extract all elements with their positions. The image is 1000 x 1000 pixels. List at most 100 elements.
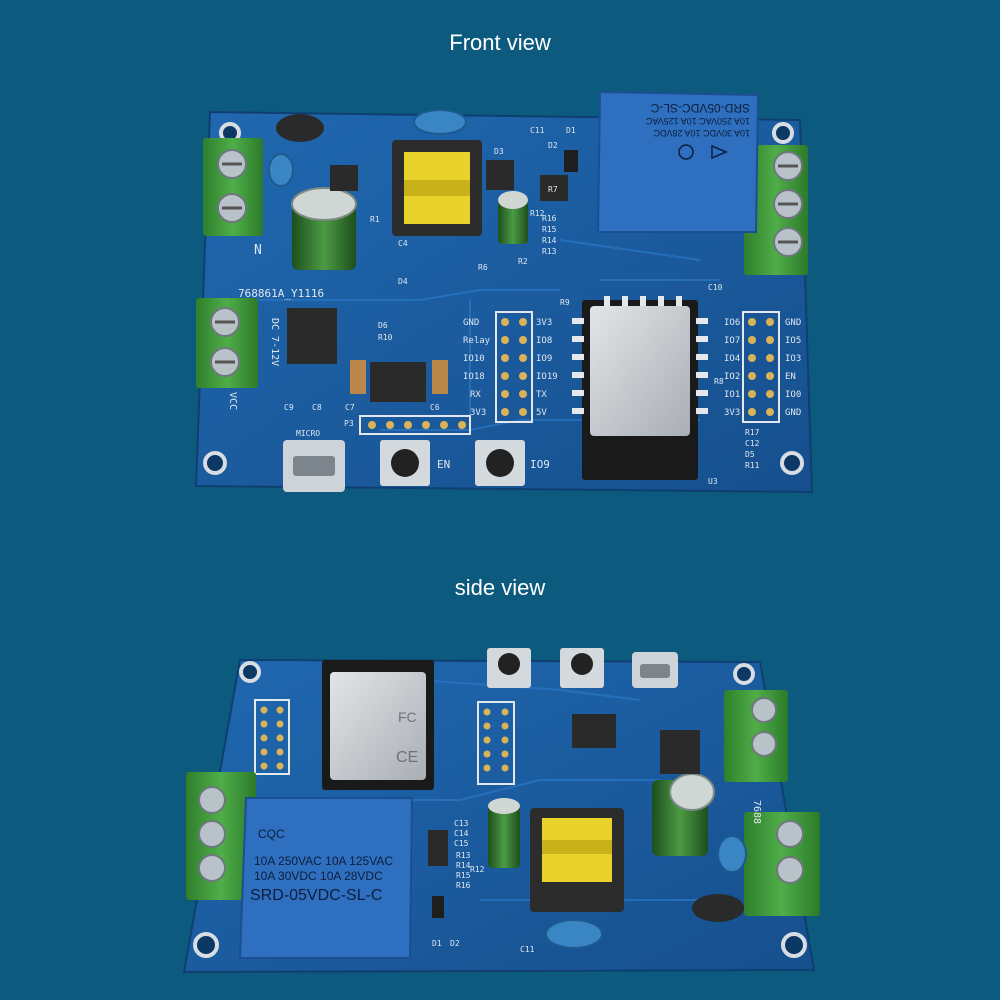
front-relay: SRD-05VDC-SL-C 10A 250VAC 10A 125VAC 10A… xyxy=(596,90,760,233)
front-right-header-labels: 3V3 IO8 IO9 IO19 TX 5V xyxy=(536,318,558,418)
pin-label: IO10 xyxy=(463,354,485,364)
side-electrolytic-capacitor-large xyxy=(652,773,715,856)
front-vcc-label: VCC xyxy=(227,392,238,410)
pin-label: 5V xyxy=(536,408,547,418)
side-button-2 xyxy=(560,648,604,688)
ref-label: D2 xyxy=(548,141,558,150)
pin-label: 3V3 xyxy=(724,408,740,418)
side-diode-d1 xyxy=(432,896,444,918)
ref-label: R14 xyxy=(456,861,471,870)
pin-label: IO7 xyxy=(724,336,740,346)
front-electrolytic-capacitor-large xyxy=(291,187,357,270)
ref-label: R8 xyxy=(714,377,724,386)
pin-label: IO6 xyxy=(724,318,740,328)
front-relay-model: SRD-05VDC-SL-C xyxy=(650,101,750,115)
side-regulator-dc xyxy=(660,730,700,774)
pin-label: TX xyxy=(536,390,547,400)
side-relay-cqc: CQC xyxy=(258,827,285,841)
ref-label: R16 xyxy=(542,214,557,223)
front-button-en xyxy=(380,440,430,486)
front-transformer xyxy=(392,140,482,236)
front-relay-rating-2: 10A 30VDC 10A 28VDC xyxy=(653,128,750,138)
pin-label: IO8 xyxy=(536,336,552,346)
ref-label: D1 xyxy=(566,126,576,135)
front-cap-c6 xyxy=(432,360,448,394)
front-button-io9 xyxy=(475,440,525,486)
side-x-capacitor xyxy=(717,835,747,873)
pin-label: IO9 xyxy=(536,354,552,364)
ref-label: R6 xyxy=(478,263,488,272)
side-esp-module: FC CE xyxy=(322,660,434,790)
front-esp-module xyxy=(572,296,708,480)
ref-label: D6 xyxy=(378,321,388,330)
front-en-label: EN xyxy=(437,458,450,471)
ref-label: C14 xyxy=(454,829,469,838)
side-part-code: 7688 xyxy=(751,800,762,824)
side-optocoupler xyxy=(428,830,448,866)
front-part-code: 768861A_Y1116 xyxy=(238,287,324,300)
front-ams1117 xyxy=(370,362,426,402)
side-relay-rating-1: 10A 250VAC 10A 125VAC xyxy=(254,854,393,868)
front-left-header-labels: GND Relay IO10 IO18 RX 3V3 xyxy=(463,318,491,418)
ref-label: R16 xyxy=(456,881,471,890)
ref-label: R14 xyxy=(542,236,557,245)
pin-label: GND xyxy=(463,318,479,328)
ref-label: D1 xyxy=(432,939,442,948)
front-terminal-dc-input xyxy=(196,298,258,388)
ref-label: U3 xyxy=(708,477,718,486)
ref-label: R11 xyxy=(745,461,760,470)
side-terminal-relay-output xyxy=(186,772,256,900)
ref-label: C8 xyxy=(312,403,322,412)
ref-label: C9 xyxy=(284,403,294,412)
pin-label: IO3 xyxy=(785,354,801,364)
front-io-header-left-labels: IO6 IO7 IO4 IO2 IO1 3V3 xyxy=(724,318,740,418)
side-relay-model: SRD-05VDC-SL-C xyxy=(250,887,382,904)
front-y-capacitor xyxy=(413,109,467,135)
front-n-label: N xyxy=(254,243,262,258)
front-optocoupler xyxy=(540,175,568,201)
pin-label: IO19 xyxy=(536,372,558,382)
front-regulator-top xyxy=(330,165,358,191)
pin-label: IO2 xyxy=(724,372,740,382)
ref-label: R13 xyxy=(542,247,557,256)
front-pin-header-p3 xyxy=(359,415,471,435)
ref-label: C6 xyxy=(430,403,440,412)
pin-label: IO1 xyxy=(724,390,740,400)
ref-label: R10 xyxy=(378,333,393,342)
side-mounting-holes xyxy=(193,661,807,958)
ref-label: C12 xyxy=(745,439,760,448)
front-micro-usb xyxy=(283,440,345,492)
ref-label: C11 xyxy=(520,945,535,954)
front-diode-d1 xyxy=(564,150,578,172)
side-board: FC CE xyxy=(182,648,820,974)
pin-label: GND xyxy=(785,408,801,418)
front-view-caption: Front view xyxy=(449,30,551,55)
pin-label: IO5 xyxy=(785,336,801,346)
side-ams1117 xyxy=(572,714,616,748)
front-io-header-right-labels: GND IO5 IO3 EN IO0 GND xyxy=(785,318,801,418)
side-pin-header-left xyxy=(254,699,290,775)
ref-label: D2 xyxy=(450,939,460,948)
pin-label: RX xyxy=(470,390,481,400)
ref-label: R12 xyxy=(530,209,545,218)
ref-label: R9 xyxy=(560,298,570,307)
side-terminal-dc-input xyxy=(724,690,788,782)
front-terminal-ac-input xyxy=(203,138,263,236)
front-electrolytic-capacitor-small xyxy=(498,191,528,244)
pin-label: IO0 xyxy=(785,390,801,400)
ref-label: R13 xyxy=(456,851,471,860)
ref-label: R1 xyxy=(370,215,380,224)
ref-label: C13 xyxy=(454,819,469,828)
front-pin-header-io xyxy=(742,311,780,423)
ref-label: C7 xyxy=(345,403,355,412)
side-y-capacitor xyxy=(545,919,603,949)
ref-label: P3 xyxy=(344,419,354,428)
front-micro-label: MICRO xyxy=(296,429,320,438)
side-micro-usb xyxy=(632,652,678,688)
front-diode-d3 xyxy=(486,160,514,190)
svg-text:CE: CE xyxy=(396,749,418,766)
side-transformer xyxy=(530,808,624,912)
ref-label: R2 xyxy=(518,257,528,266)
pin-label: 3V3 xyxy=(536,318,552,328)
front-pin-header-center xyxy=(495,311,533,423)
